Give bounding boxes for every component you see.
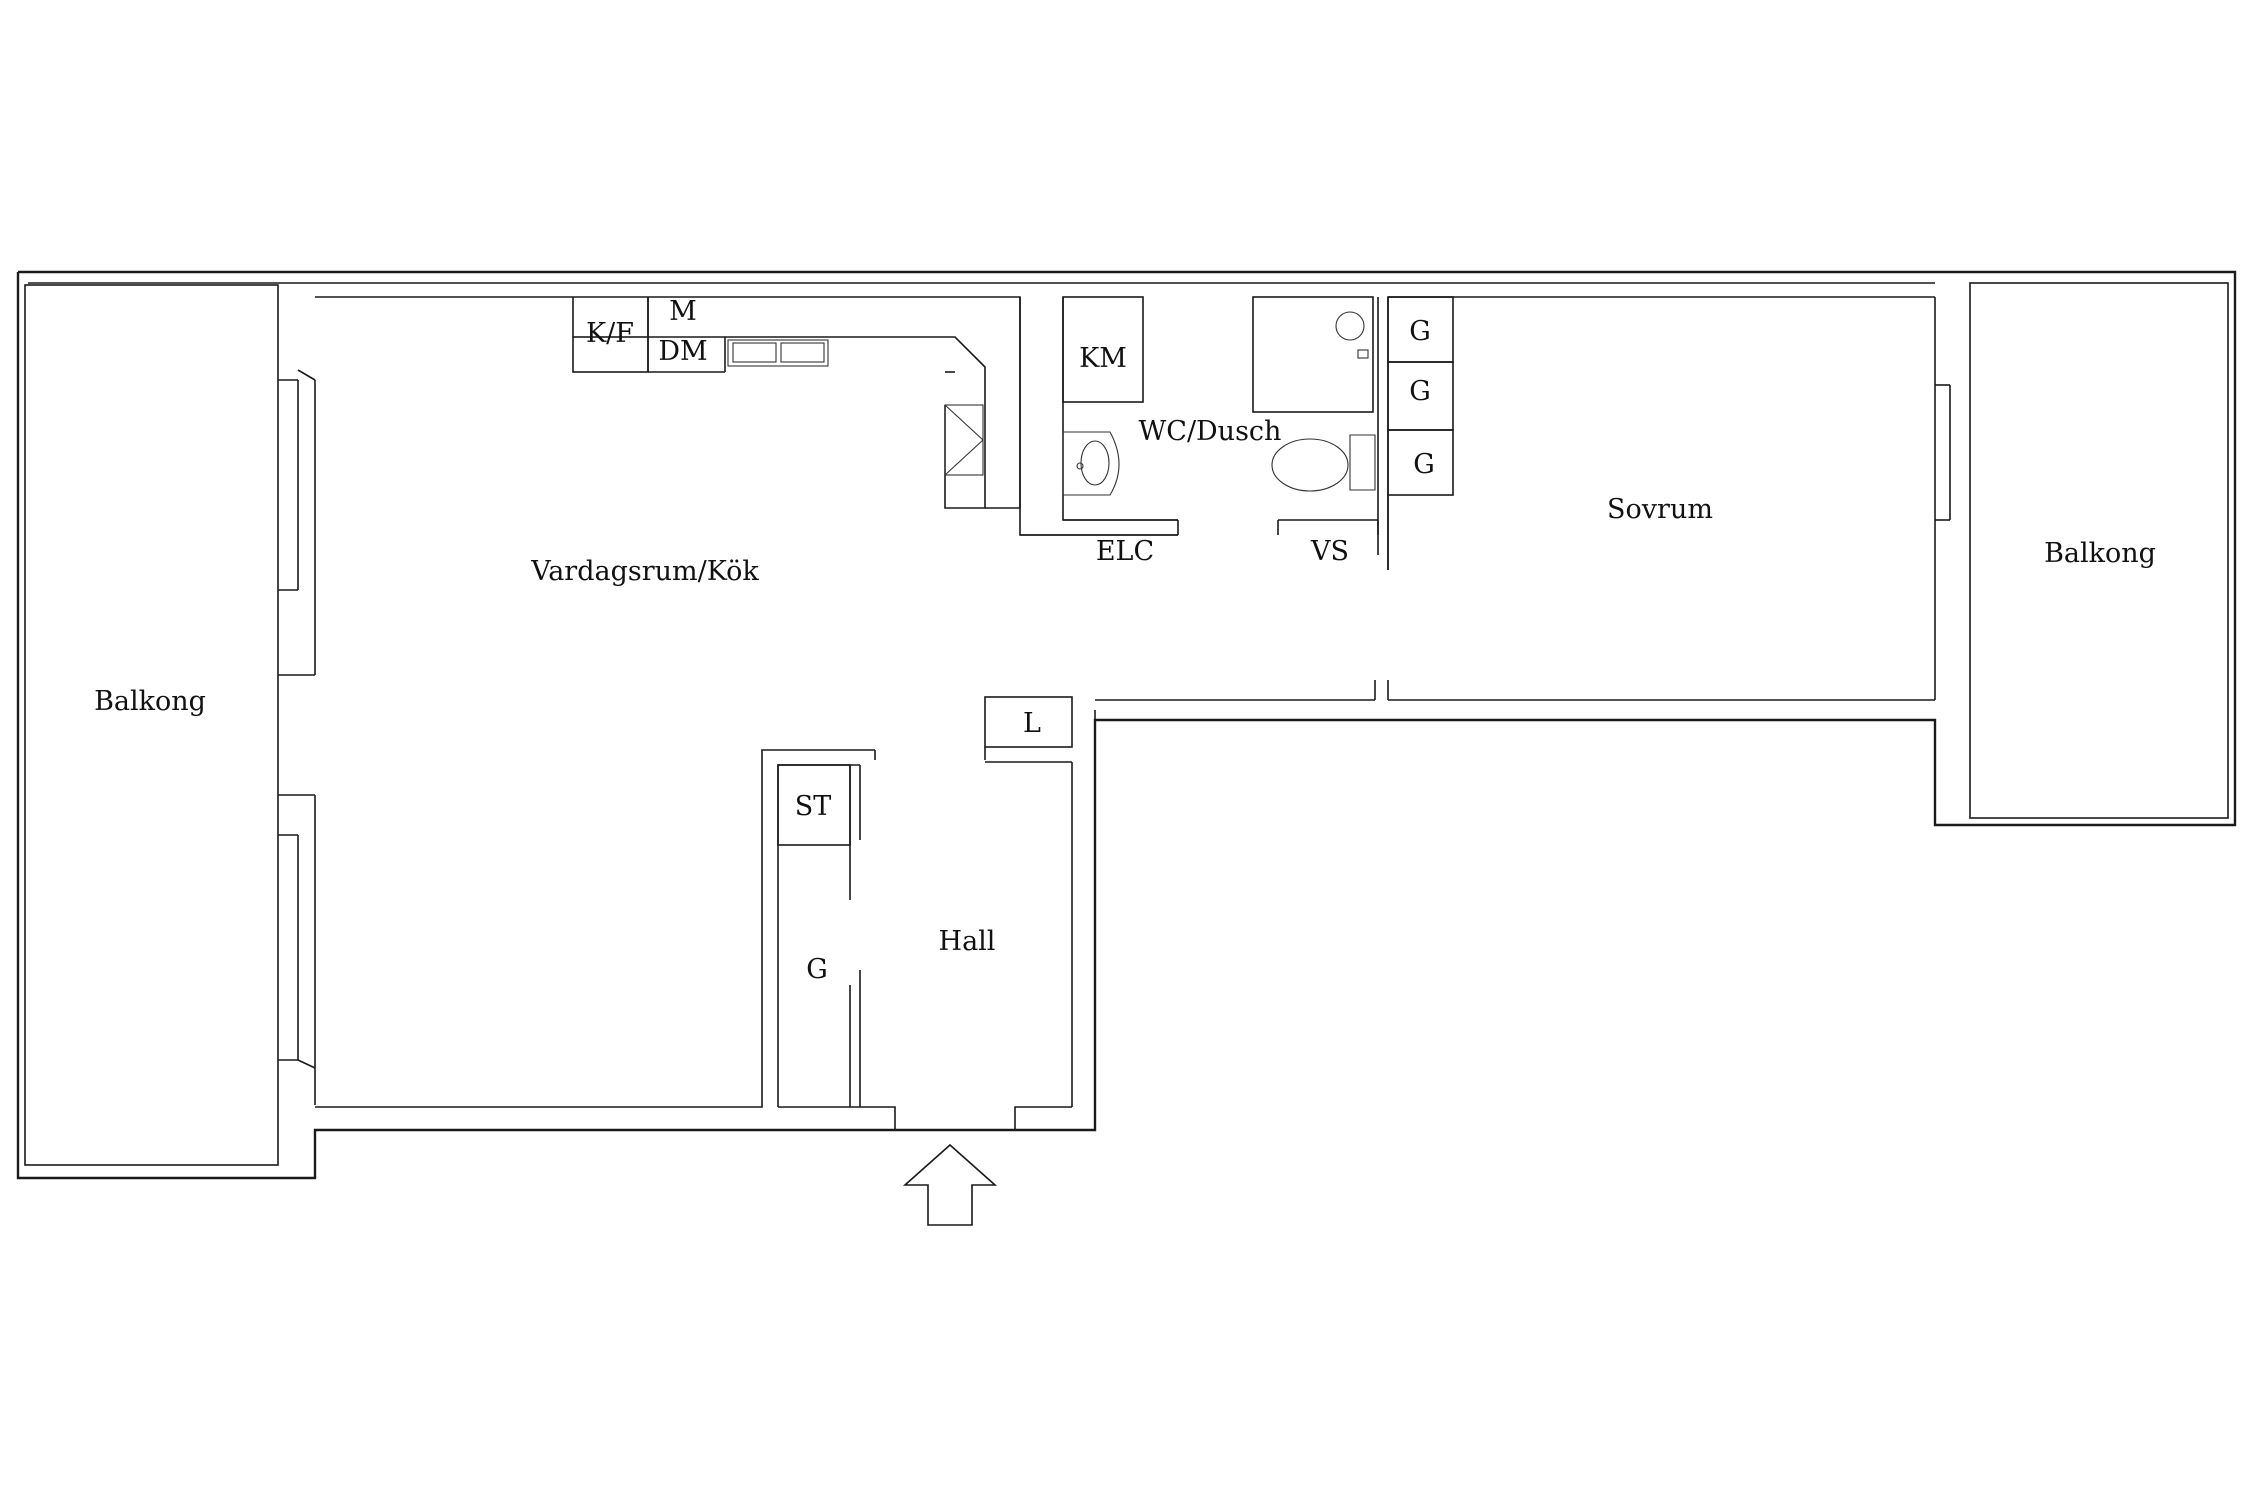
fixture-label-l: L bbox=[1023, 708, 1041, 739]
kitchen-counter bbox=[572, 297, 1021, 509]
fixture-label-vs: VS bbox=[1310, 536, 1349, 567]
hall-walls bbox=[777, 696, 1073, 1130]
fixture-label-st: ST bbox=[795, 791, 832, 822]
living-room-walls bbox=[315, 296, 1178, 1108]
fixture-label-m: M bbox=[669, 296, 697, 327]
room-label-balkong-right: Balkong bbox=[2044, 538, 2156, 569]
fixture-label-g-1: G bbox=[1409, 316, 1431, 347]
room-label-balkong-left: Balkong bbox=[94, 686, 206, 717]
fixture-label-elc: ELC bbox=[1096, 536, 1154, 567]
arrow-up-icon bbox=[902, 1143, 998, 1226]
fixture-label-g-3: G bbox=[1413, 449, 1435, 480]
fixture-label-g-hall: G bbox=[806, 954, 828, 985]
fixture-label-kf: K/F bbox=[586, 318, 634, 349]
room-label-sovrum: Sovrum bbox=[1607, 494, 1713, 525]
right-balcony bbox=[1969, 282, 2229, 819]
room-label-hall: Hall bbox=[939, 926, 996, 957]
fixture-label-km: KM bbox=[1079, 343, 1127, 374]
room-label-vardagsrum-kok: Vardagsrum/Kök bbox=[530, 556, 759, 587]
bedroom-walls bbox=[1094, 296, 1951, 745]
room-label-wc-dusch: WC/Dusch bbox=[1139, 416, 1282, 447]
left-balcony bbox=[24, 284, 316, 1166]
fixture-label-g-2: G bbox=[1409, 376, 1431, 407]
fixture-label-dm: DM bbox=[658, 336, 707, 367]
outer-walls bbox=[16, 270, 2237, 1180]
bathroom bbox=[1020, 296, 1379, 536]
entrance-arrow bbox=[902, 1143, 998, 1226]
